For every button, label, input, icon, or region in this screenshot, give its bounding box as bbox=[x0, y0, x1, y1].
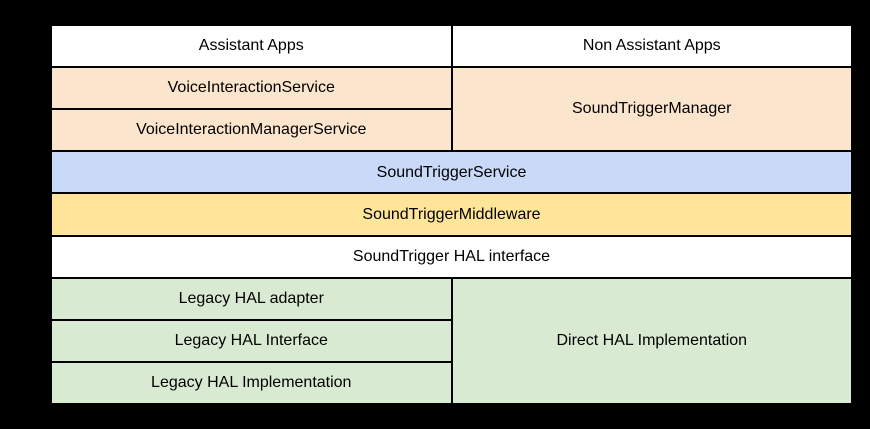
cell-voice-interaction-service: VoiceInteractionService bbox=[52, 68, 451, 109]
cell-sound-trigger-service: SoundTriggerService bbox=[52, 152, 851, 193]
cell-voice-interaction-manager-service: VoiceInteractionManagerService bbox=[52, 110, 451, 151]
cell-direct-hal-implementation: Direct HAL Implementation bbox=[452, 278, 851, 403]
soundtrigger-stack-diagram: Assistant Apps Non Assistant Apps VoiceI… bbox=[52, 26, 851, 403]
cell-legacy-hal-adapter: Legacy HAL adapter bbox=[52, 278, 451, 319]
cell-legacy-hal-interface: Legacy HAL Interface bbox=[52, 320, 451, 361]
cell-sound-trigger-hal-interface: SoundTrigger HAL interface bbox=[52, 236, 851, 277]
cell-legacy-hal-implementation: Legacy HAL Implementation bbox=[52, 362, 451, 403]
cell-non-assistant-apps: Non Assistant Apps bbox=[452, 26, 851, 67]
cell-assistant-apps: Assistant Apps bbox=[52, 26, 451, 67]
cell-sound-trigger-middleware: SoundTriggerMiddleware bbox=[52, 194, 851, 235]
cell-sound-trigger-manager: SoundTriggerManager bbox=[452, 68, 851, 151]
